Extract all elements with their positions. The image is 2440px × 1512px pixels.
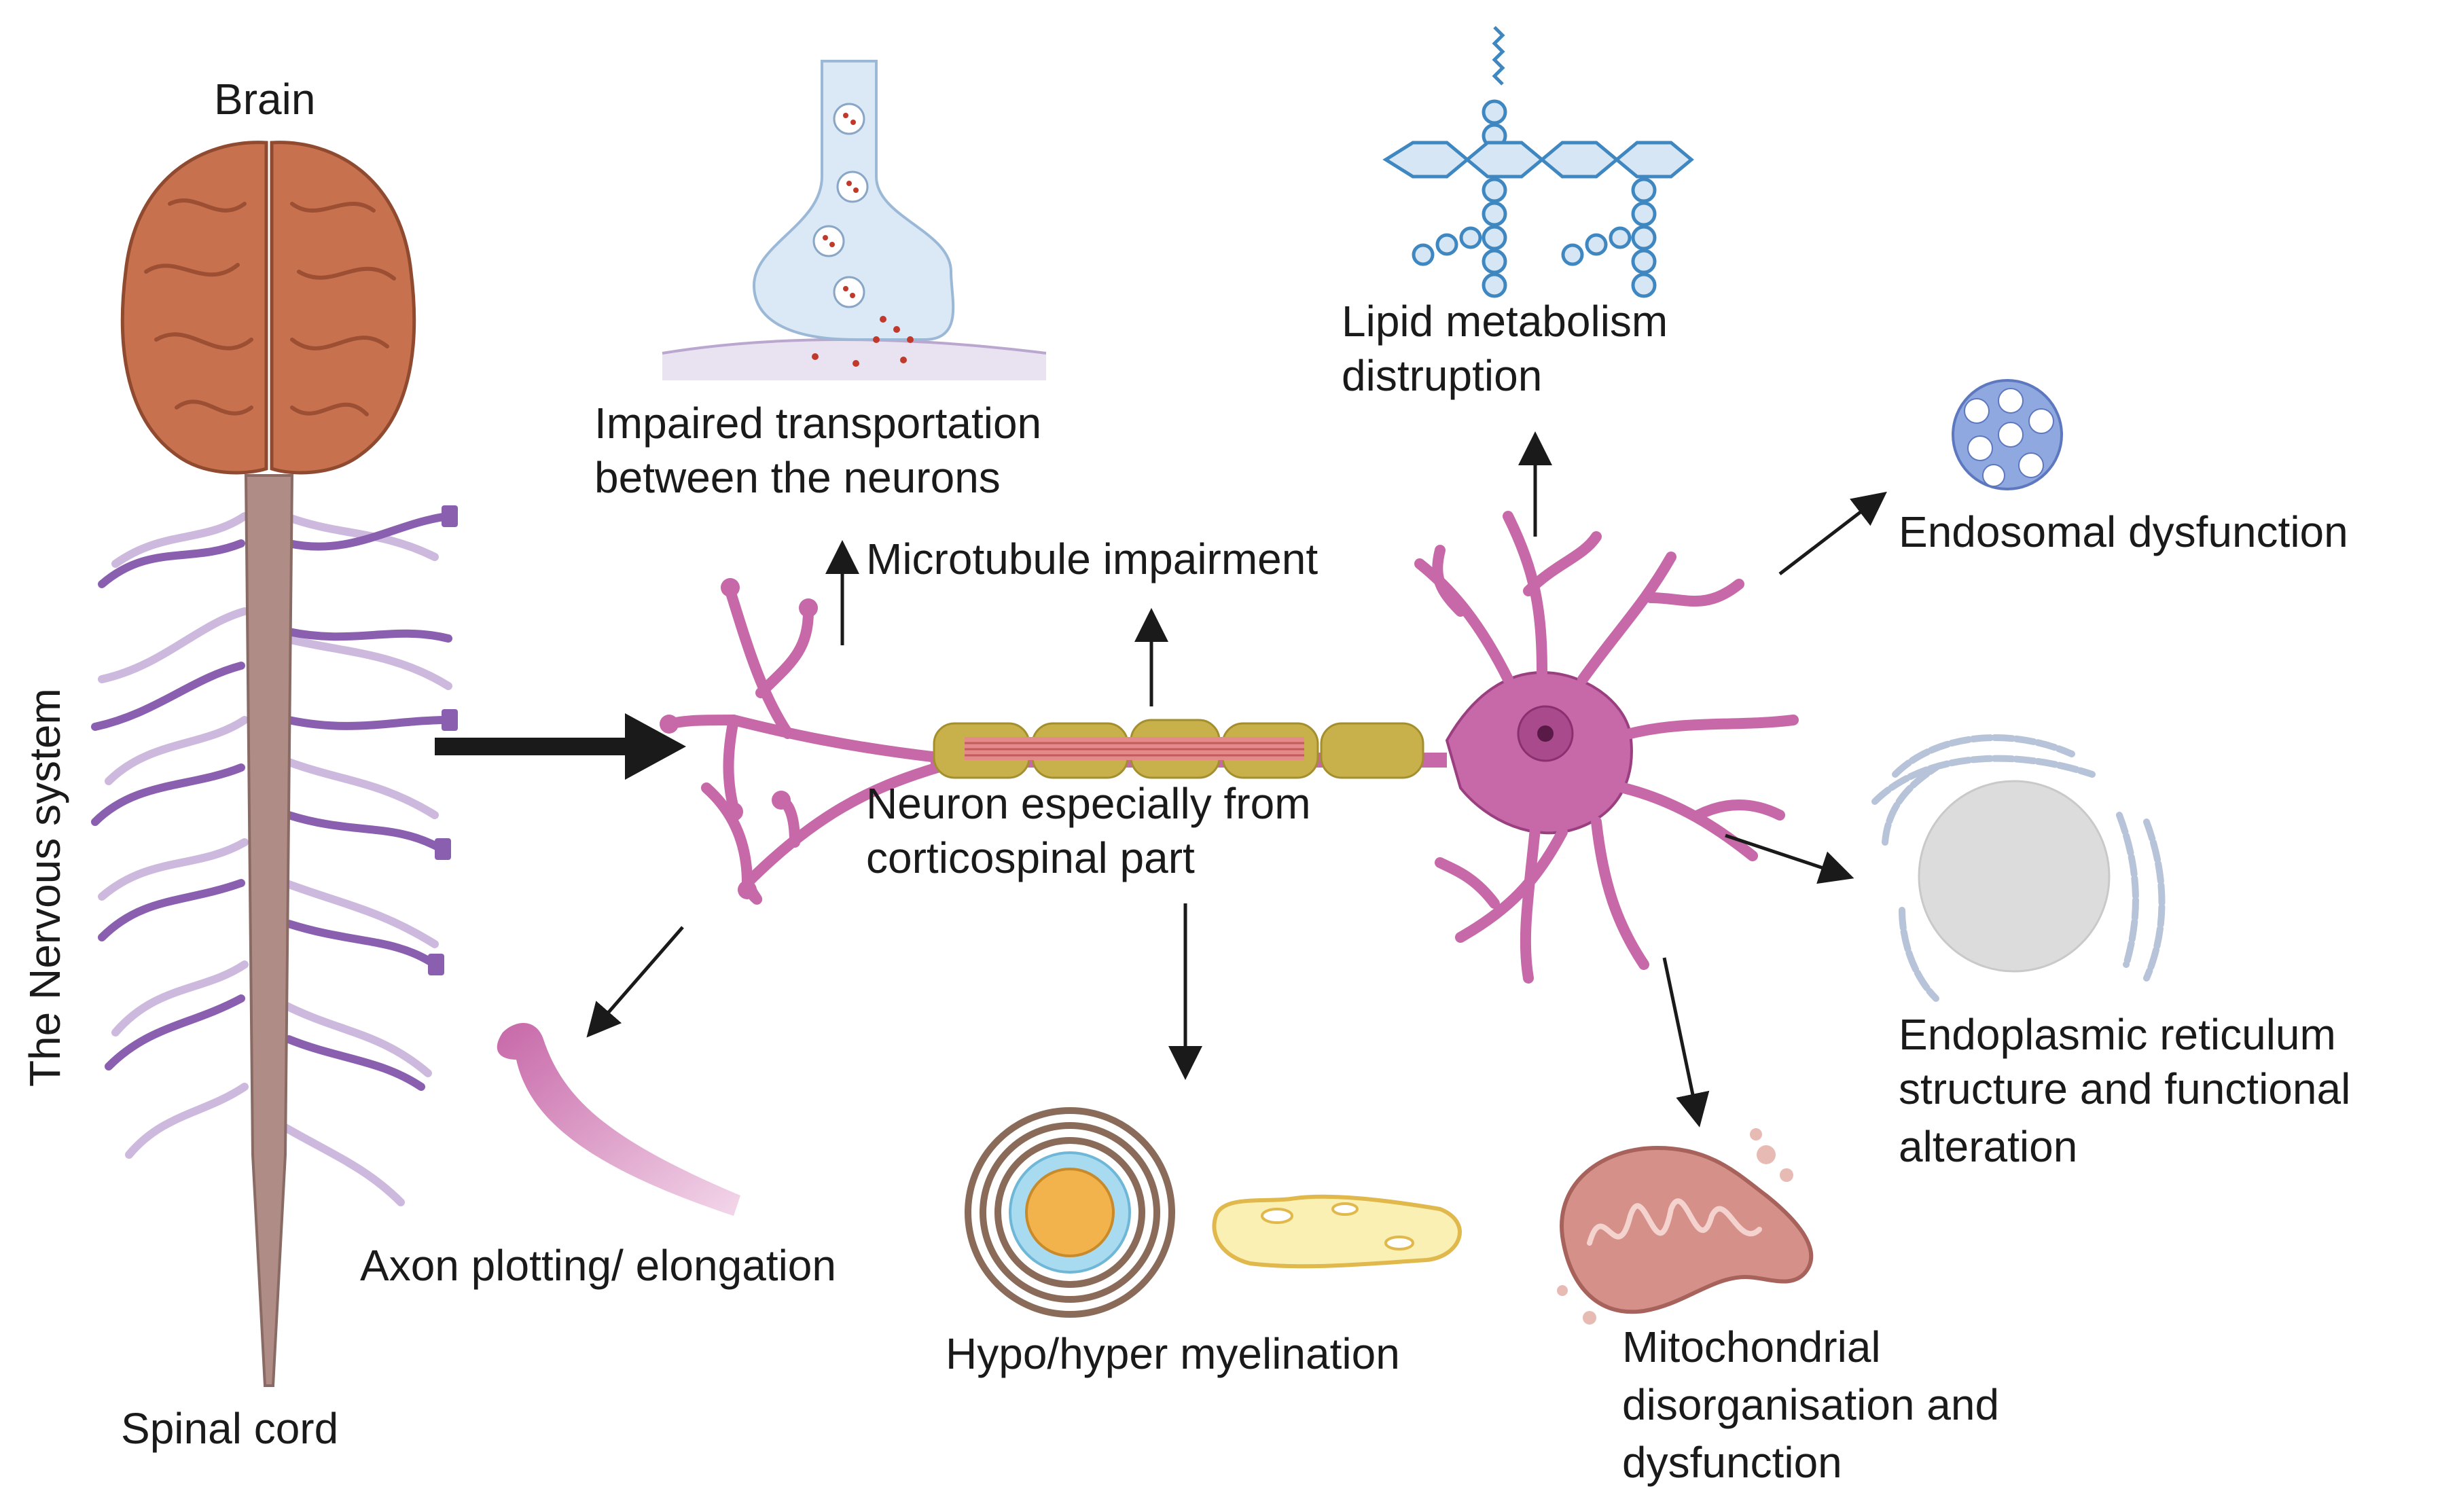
label-spinal-cord: Spinal cord bbox=[121, 1404, 338, 1453]
arrow-axon bbox=[586, 926, 684, 1038]
label-impaired-line1: Impaired transportation bbox=[594, 399, 1041, 448]
axon-elongation-illustration bbox=[497, 1023, 740, 1216]
myelination-illustration bbox=[965, 1107, 1462, 1318]
label-mito-line1: Mitochondrial bbox=[1622, 1322, 1881, 1371]
synapse-illustration bbox=[662, 60, 1047, 380]
mitochondrion-illustration bbox=[1557, 1128, 1814, 1325]
label-microtubule: Microtubule impairment bbox=[866, 535, 1318, 583]
brain-shape bbox=[120, 141, 416, 475]
label-mito-line2: disorganisation and bbox=[1622, 1380, 1999, 1429]
endosome-illustration bbox=[1952, 379, 2063, 490]
label-myelin: Hypo/hyper myelination bbox=[946, 1329, 1400, 1378]
er-illustration bbox=[1871, 734, 2166, 1002]
label-er-line2: structure and functional bbox=[1899, 1064, 2350, 1113]
label-axon: Axon plotting/ elongation bbox=[360, 1241, 836, 1290]
neuron-illustration bbox=[660, 511, 1799, 984]
label-impaired-line2: between the neurons bbox=[594, 453, 1001, 502]
label-nervous-system: The Nervous system bbox=[20, 688, 69, 1087]
microtubule-bundle bbox=[965, 737, 1304, 760]
label-neuron-line2: corticospinal part bbox=[866, 833, 1195, 882]
label-er-line3: alteration bbox=[1899, 1122, 2077, 1171]
label-neuron-line1: Neuron especially from bbox=[866, 779, 1311, 828]
arrow-er bbox=[1725, 833, 1854, 884]
arrow-endosomal bbox=[1778, 491, 1887, 575]
label-mito-line3: dysfunction bbox=[1622, 1438, 1842, 1487]
effect-arrows bbox=[586, 431, 1887, 1128]
arrow-mitochondria bbox=[1662, 957, 1710, 1128]
label-lipid-line2: distruption bbox=[1342, 351, 1542, 400]
main-arrow bbox=[435, 713, 686, 780]
nervous-system-illustration bbox=[91, 141, 458, 1387]
peripheral-nerves bbox=[91, 505, 458, 1206]
label-endosomal: Endosomal dysfunction bbox=[1899, 507, 2348, 556]
label-lipid-line1: Lipid metabolism bbox=[1342, 297, 1668, 346]
label-brain: Brain bbox=[214, 75, 315, 124]
label-er-line1: Endoplasmic reticulum bbox=[1899, 1010, 2336, 1059]
lipid-illustration bbox=[1382, 26, 1694, 298]
spinal-cord-shape bbox=[244, 474, 294, 1387]
